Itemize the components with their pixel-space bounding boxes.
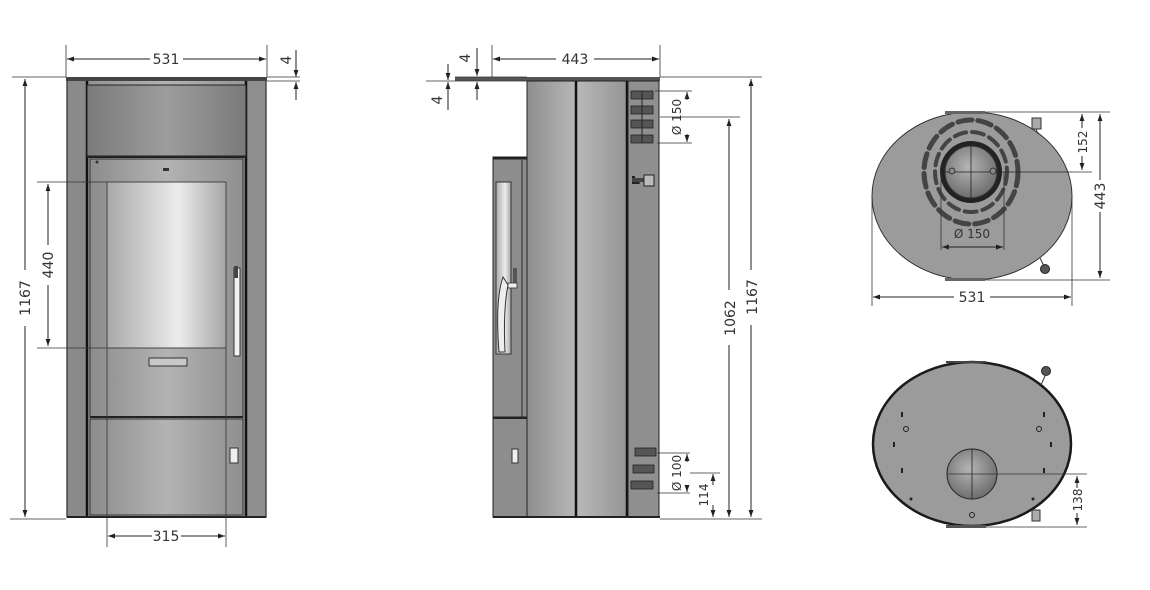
front-window-height-label: 440 [41,252,57,279]
front-top-plate [66,77,267,81]
bottom-air-inlet-offset-label: 138 [1071,489,1085,512]
bottom-connector-bottom [1031,509,1041,522]
bottom-mounting-holes [893,412,1052,518]
front-door-width-label: 315 [153,529,180,545]
top-connector-top [1031,117,1042,130]
side-view: 443 4 4 Ø 150 1062 1167 Ø 100 [426,45,762,520]
air-control-slot [148,357,188,367]
side-handle [497,275,509,353]
top-depth-label: 443 [1093,183,1109,210]
side-top-plate-label-b: 4 [430,95,446,104]
top-flue-diameter-label: Ø 150 [954,227,990,241]
side-top-plate-label-a: 4 [458,53,474,62]
side-air-inlet-diameter-label: Ø 100 [670,455,684,491]
side-depth-label: 443 [562,52,589,68]
lower-door-latch [229,447,239,464]
top-view: Ø 150 531 152 443 [871,111,1110,306]
side-flue-height-label: 1062 [723,300,739,336]
front-height-label: 1167 [18,280,34,316]
front-view: 531 4 1167 440 315 [10,45,300,547]
bottom-view: 138 [871,360,1087,528]
bottom-connector-top [1041,366,1051,376]
side-lower-door [492,417,528,518]
front-width-label: 531 [153,52,180,68]
top-width-label: 531 [959,290,986,306]
rear-flue-slots [630,90,654,144]
front-top-plate-label: 4 [279,55,295,64]
side-connector-icon [632,174,655,187]
side-top-plate [455,77,660,81]
rear-air-slots [630,447,657,490]
front-glass [106,181,227,349]
front-top-panel [86,84,247,157]
side-air-inlet-height-label: 114 [697,484,711,507]
top-flue-offset-label: 152 [1076,131,1090,154]
top-connector-bottom [1040,264,1050,274]
bottom-body [871,360,1073,528]
side-height-label: 1167 [745,279,761,315]
door-handle [233,267,241,357]
front-lower-door [89,418,244,516]
